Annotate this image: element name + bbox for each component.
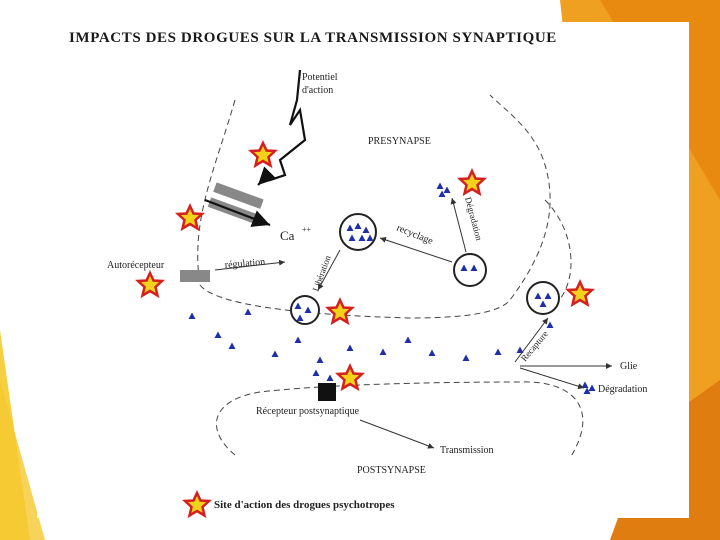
label-degradation: Dégradation <box>598 384 647 395</box>
cleft-molecules <box>188 308 554 381</box>
presynaptic-membrane <box>197 94 551 319</box>
label-calcium: Ca <box>280 228 295 243</box>
label-glia: Glie <box>620 361 638 372</box>
legend-star-icon <box>183 491 211 517</box>
label-postsynaptic-receptor: Récepteur postsynaptique <box>256 406 360 417</box>
label-regulation: régulation <box>224 256 265 270</box>
label-postsynapse: POSTSYNAPSE <box>357 465 426 476</box>
label-liberation: Libération <box>310 254 332 293</box>
diagram-title: IMPACTS DES DROGUES SUR LA TRANSMISSION … <box>69 30 557 46</box>
autoreceptor-shape <box>180 270 210 282</box>
drug-site-star <box>136 271 164 297</box>
drug-site-star <box>249 141 277 167</box>
label-transmission: Transmission <box>440 445 494 456</box>
label-calcium-charge: ++ <box>302 225 312 234</box>
drug-site-star <box>458 169 486 195</box>
presynaptic-membrane-right <box>544 199 572 306</box>
label-action-potential-2: d'action <box>302 85 333 96</box>
label-autoreceptor: Autorécepteur <box>107 260 165 271</box>
vesicle-top <box>339 213 377 251</box>
vesicle-release <box>290 295 320 325</box>
label-presynapse: PRESYNAPSE <box>368 136 431 147</box>
legend-label: Site d'action des drogues psychotropes <box>214 499 395 511</box>
vesicle-recapture <box>526 281 560 315</box>
postsynaptic-receptor-shape <box>318 383 336 401</box>
postsynaptic-membrane <box>216 381 584 459</box>
drug-site-star <box>566 280 594 306</box>
drug-site-star <box>326 298 354 324</box>
label-recapture: Recapture <box>519 329 550 363</box>
drug-site-star <box>176 204 204 230</box>
vesicle-recycle <box>453 253 487 287</box>
label-degradation-vertical: Dégradation <box>463 196 484 242</box>
label-action-potential-1: Potentiel <box>302 72 338 83</box>
label-recycling: recyclage <box>395 223 435 248</box>
